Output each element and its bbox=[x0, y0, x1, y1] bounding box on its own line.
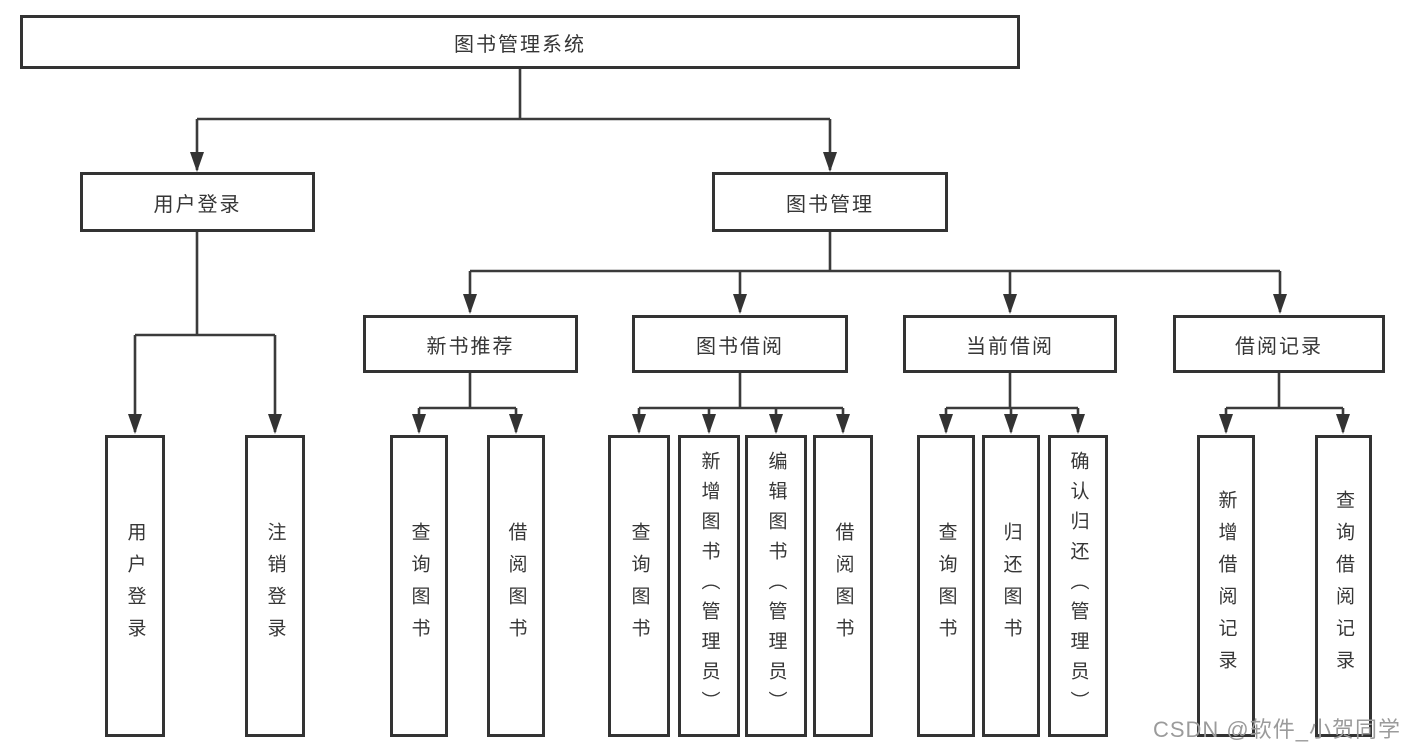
connector-book-borrow-branch bbox=[639, 373, 843, 410]
leaf-add-borrow-record: 新增借阅记录 bbox=[1197, 435, 1255, 737]
leaf-query-book-current: 查询图书 bbox=[917, 435, 975, 737]
node-label: 查询图书 bbox=[628, 522, 650, 650]
node-label: 新增图书（管理员） bbox=[698, 451, 720, 721]
leaf-logout: 注销登录 bbox=[245, 435, 305, 737]
connector-book-mgmt-branch bbox=[470, 232, 1280, 273]
node-library-system: 图书管理系统 bbox=[20, 15, 1020, 69]
node-label: 借阅记录 bbox=[1235, 335, 1323, 358]
node-label: 借阅图书 bbox=[505, 522, 527, 650]
node-user-login: 用户登录 bbox=[80, 172, 315, 232]
node-label: 图书管理 bbox=[786, 193, 874, 216]
connector-borrow-record-branch bbox=[1226, 373, 1343, 410]
node-book-borrow: 图书借阅 bbox=[632, 315, 848, 373]
connector-root-branch bbox=[197, 69, 830, 121]
node-label: 确认归还（管理员） bbox=[1067, 451, 1089, 721]
node-label: 查询图书 bbox=[935, 522, 957, 650]
node-label: 查询图书 bbox=[408, 522, 430, 650]
leaf-return-book: 归还图书 bbox=[982, 435, 1040, 737]
connector-current-borrow-branch bbox=[946, 373, 1078, 410]
csdn-watermark: CSDN @软件_小贺同学 bbox=[1152, 717, 1401, 742]
node-label: 新增借阅记录 bbox=[1215, 490, 1237, 682]
leaf-borrow-book: 借阅图书 bbox=[813, 435, 873, 737]
connector-user-login-branch bbox=[135, 232, 275, 337]
connector-new-book-branch bbox=[419, 373, 516, 410]
node-new-book-recommend: 新书推荐 bbox=[363, 315, 578, 373]
leaf-query-borrow-record: 查询借阅记录 bbox=[1315, 435, 1372, 737]
node-label: 编辑图书（管理员） bbox=[765, 451, 787, 721]
node-borrow-record: 借阅记录 bbox=[1173, 315, 1385, 373]
node-label: 当前借阅 bbox=[966, 335, 1054, 358]
leaf-query-book: 查询图书 bbox=[608, 435, 670, 737]
node-label: 归还图书 bbox=[1000, 522, 1022, 650]
leaf-add-book-admin: 新增图书（管理员） bbox=[678, 435, 740, 737]
leaf-edit-book-admin: 编辑图书（管理员） bbox=[745, 435, 807, 737]
leaf-query-book-recommend: 查询图书 bbox=[390, 435, 448, 737]
node-label: 借阅图书 bbox=[832, 522, 854, 650]
node-label: 图书管理系统 bbox=[454, 33, 586, 56]
node-book-management: 图书管理 bbox=[712, 172, 948, 232]
node-current-borrow: 当前借阅 bbox=[903, 315, 1117, 373]
node-label: 用户登录 bbox=[153, 193, 242, 216]
leaf-user-login: 用户登录 bbox=[105, 435, 165, 737]
node-label: 新书推荐 bbox=[426, 335, 515, 358]
node-label: 图书借阅 bbox=[696, 335, 784, 358]
node-label: 查询借阅记录 bbox=[1333, 490, 1354, 682]
node-label: 注销登录 bbox=[264, 522, 286, 650]
leaf-confirm-return-admin: 确认归还（管理员） bbox=[1048, 435, 1108, 737]
node-label: 用户登录 bbox=[124, 522, 146, 650]
leaf-borrow-book-recommend: 借阅图书 bbox=[487, 435, 545, 737]
